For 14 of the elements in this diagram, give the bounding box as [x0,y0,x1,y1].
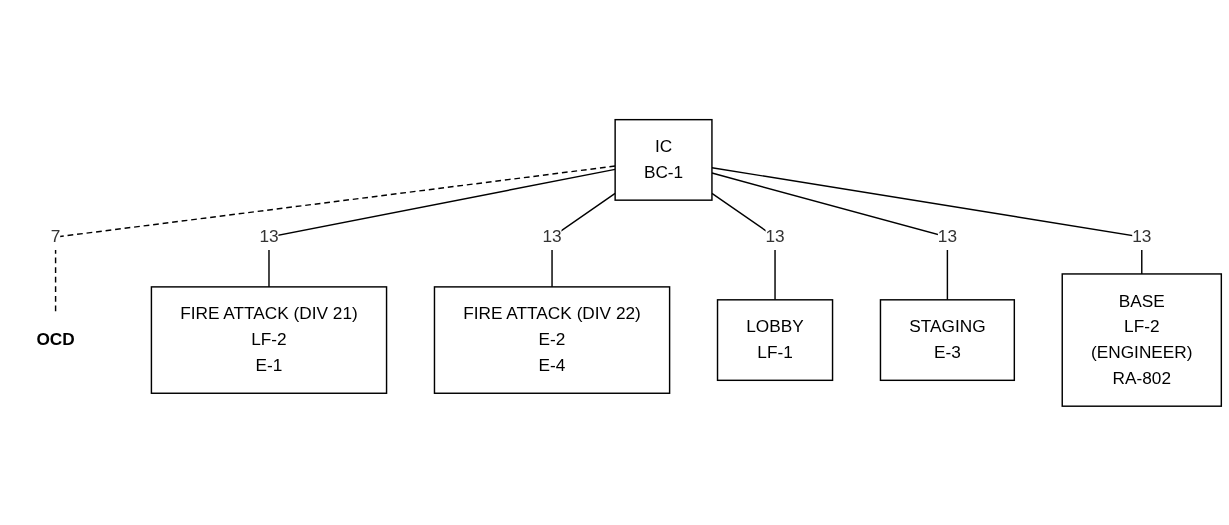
node-box: IC BC-1 [614,118,713,201]
edge-label: 13 [765,226,785,246]
node-text: OCD [36,329,75,349]
edge-label: 13 [937,226,957,246]
node-box: BASE LF-2 (ENGINEER) RA-802 [1061,272,1223,407]
connector [711,166,1143,275]
edge-label: 13 [1132,226,1152,246]
node-box: LOBBY LF-1 [716,298,834,381]
edge-label: 13 [259,226,279,246]
node-box: STAGING E-3 [879,298,1016,381]
edge-label: 7 [50,226,61,246]
edge-label: 13 [542,226,562,246]
node-box: FIRE ATTACK (DIV 21) LF-2 E-1 [150,285,388,394]
node-box: FIRE ATTACK (DIV 22) E-2 E-4 [433,285,671,394]
